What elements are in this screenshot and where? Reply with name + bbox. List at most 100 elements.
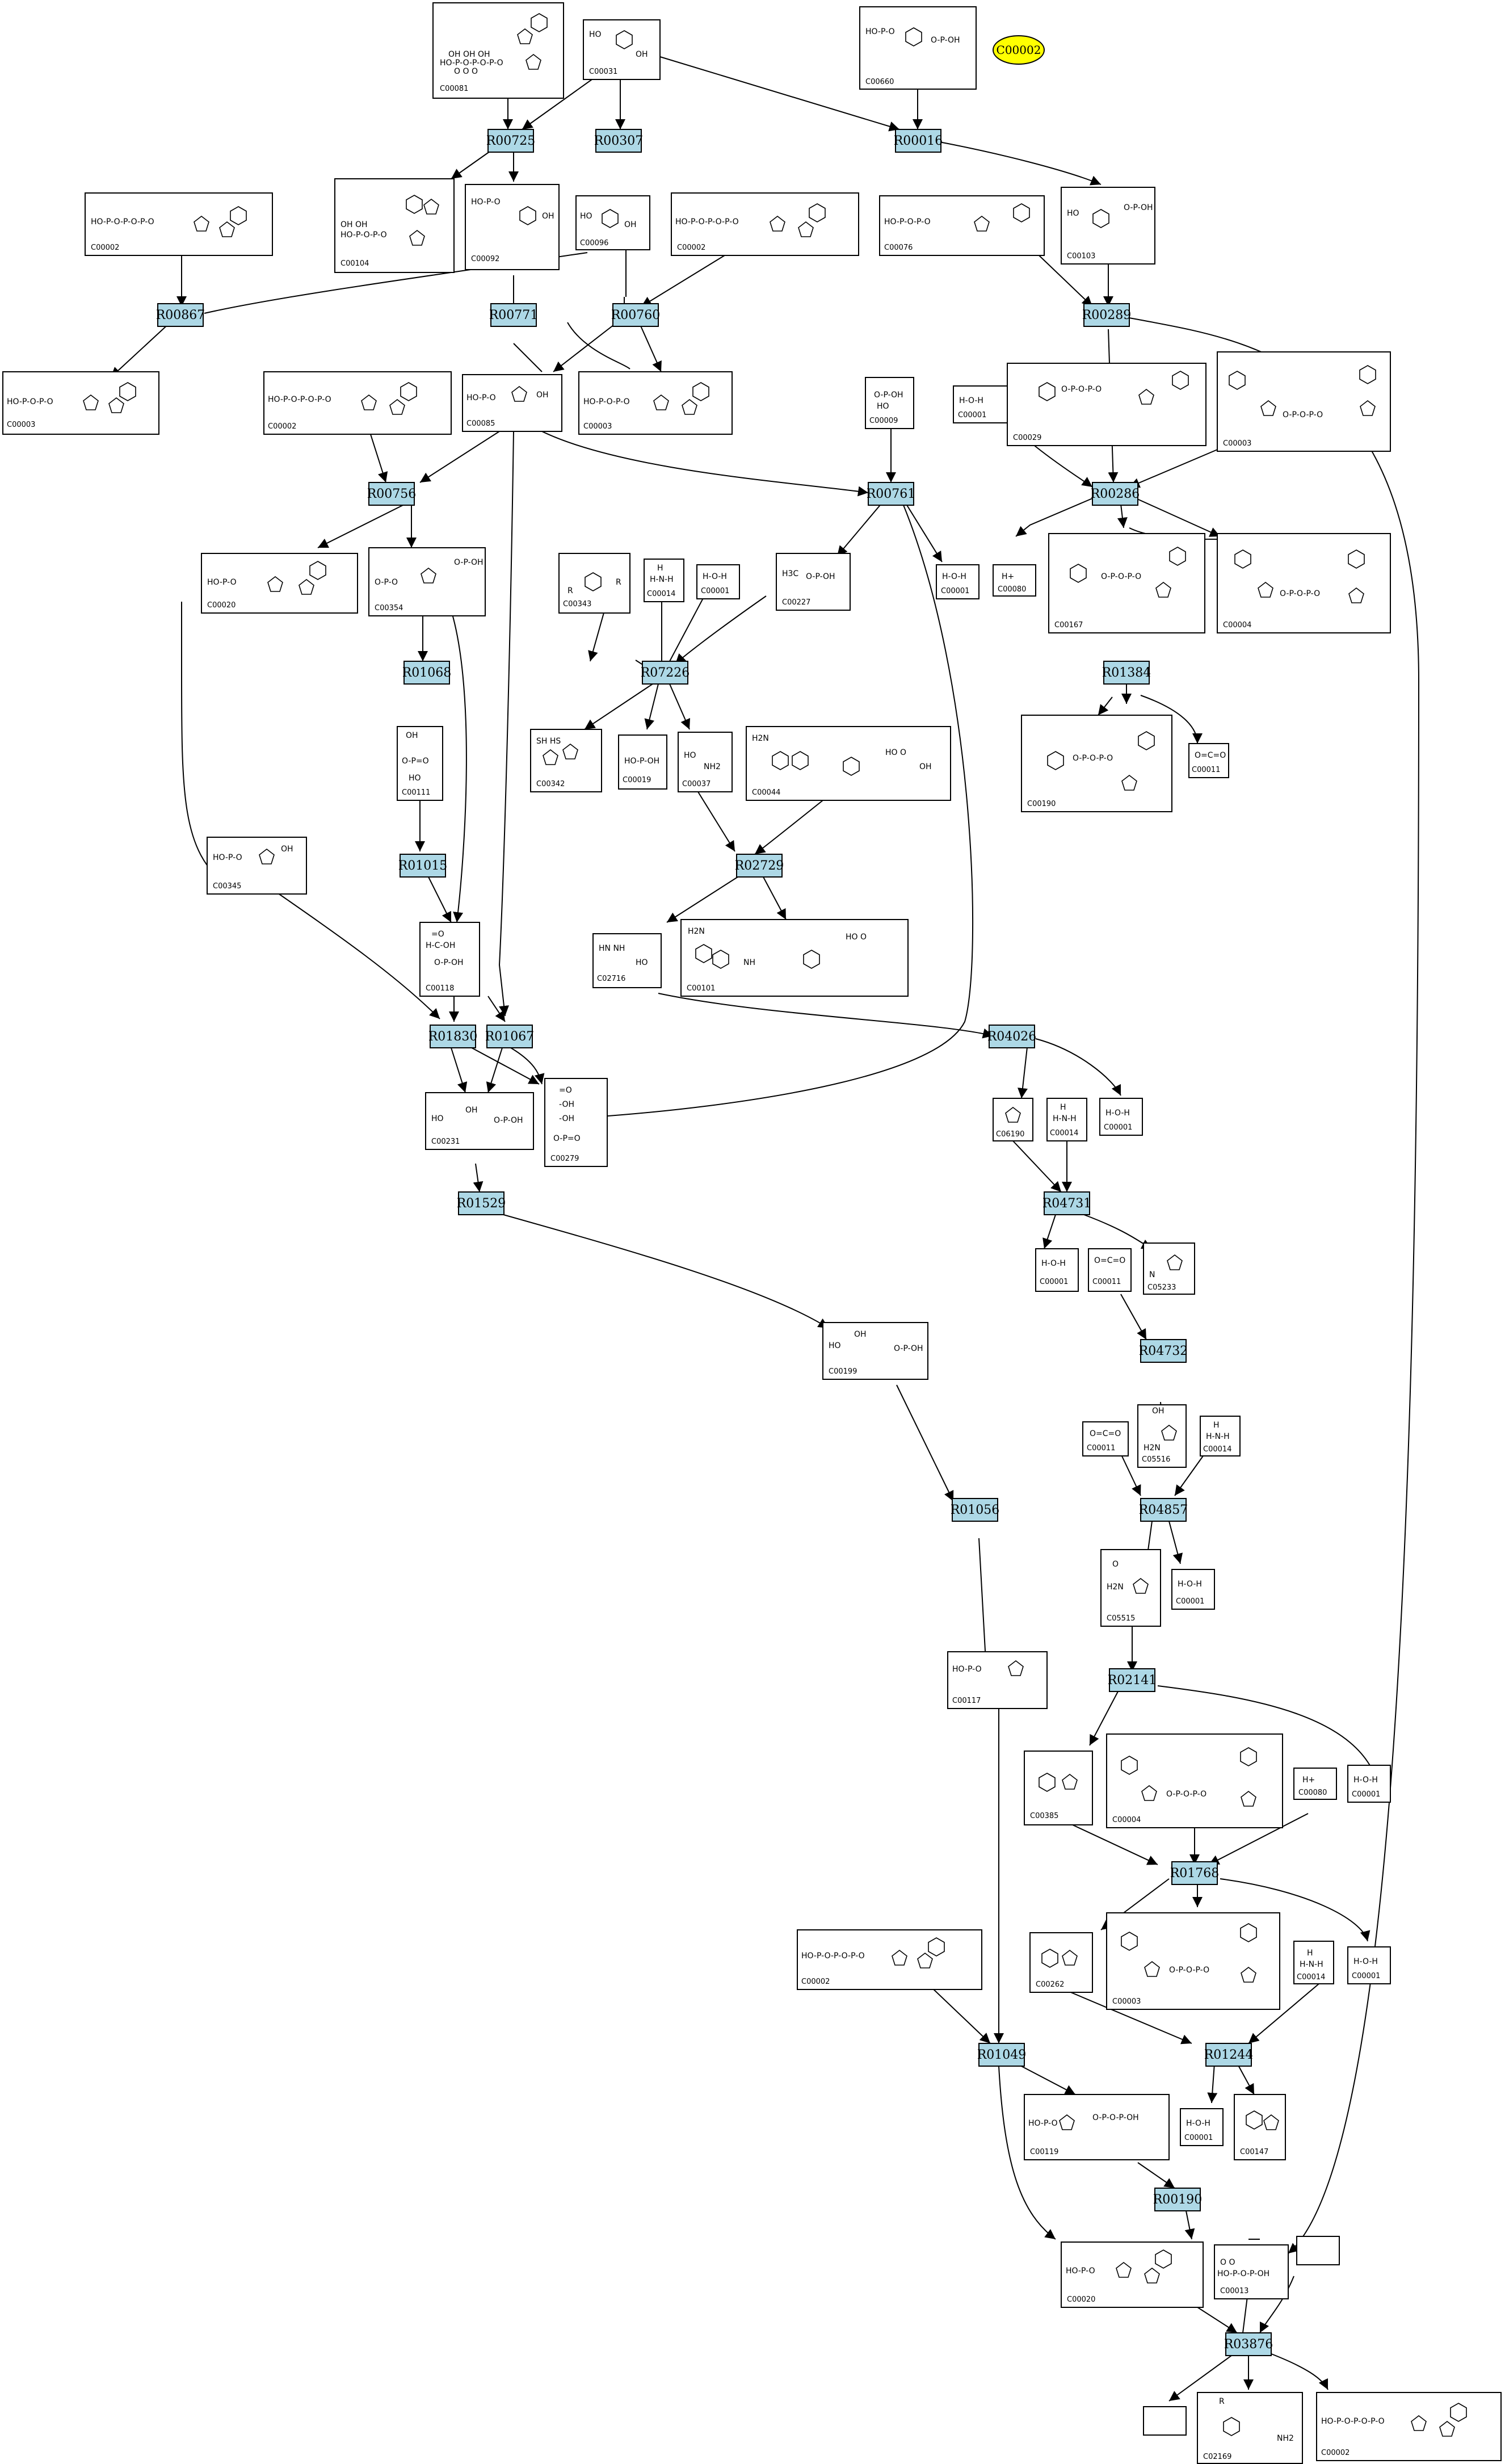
- reaction-node[interactable]: R00016: [894, 129, 943, 153]
- compound-node[interactable]: HH-N-H C00014: [1200, 1416, 1241, 1456]
- compound-node[interactable]: HO-P-OO-P-O-P-OH C00119: [1024, 2094, 1170, 2160]
- reaction-node[interactable]: R01015: [398, 854, 448, 878]
- reaction-node[interactable]: R00725: [486, 129, 536, 153]
- reaction-node[interactable]: R01068: [402, 661, 452, 685]
- compound-node[interactable]: OHO-P=OHO C00111: [397, 726, 443, 801]
- compound-node[interactable]: O-P-O-P-O C00003: [1217, 351, 1391, 452]
- reaction-node[interactable]: R00289: [1082, 303, 1132, 327]
- reaction-node[interactable]: R01056: [951, 1498, 1000, 1522]
- compound-node[interactable]: H-O-H C00001: [1099, 1098, 1143, 1136]
- compound-node[interactable]: O-P-OO-P-OH C00354: [368, 547, 486, 616]
- compound-node[interactable]: HO-P-O-P-O-P-O C00002: [1316, 2392, 1502, 2461]
- compound-node[interactable]: HH-N-H C00014: [1293, 1941, 1334, 1984]
- compound-node[interactable]: RR C00343: [558, 553, 630, 614]
- compound-node[interactable]: H-O-H C00001: [1347, 1765, 1391, 1803]
- compound-node[interactable]: HO-P-O-P-O C00003: [578, 371, 733, 435]
- compound-node[interactable]: H-O-H C00001: [1171, 1569, 1215, 1610]
- compound-node[interactable]: O=C=O C00011: [1082, 1421, 1129, 1456]
- reaction-node[interactable]: R04732: [1139, 1339, 1188, 1363]
- compound-node[interactable]: C00147: [1234, 2094, 1286, 2160]
- reaction-node[interactable]: R02141: [1108, 1668, 1157, 1692]
- reaction-node[interactable]: R00286: [1091, 482, 1140, 506]
- compound-node[interactable]: HO-P-OH C00019: [618, 734, 667, 790]
- compound-node[interactable]: O-P-O-P-O C00004: [1217, 533, 1391, 633]
- reaction-node[interactable]: R00867: [156, 303, 205, 327]
- compound-node[interactable]: H+ C00080: [993, 564, 1036, 597]
- compound-node[interactable]: H-O-H C00001: [1347, 1946, 1391, 1984]
- compound-node[interactable]: HO-P-O C00117: [947, 1651, 1048, 1709]
- unlabeled-compound-node[interactable]: [1296, 2236, 1340, 2265]
- compound-node[interactable]: O-P-O-P-O C00190: [1021, 715, 1172, 812]
- compound-node[interactable]: HO-P-OO-P-OH C00660: [859, 6, 977, 90]
- compound-node[interactable]: H+ C00080: [1293, 1768, 1337, 1800]
- compound-node[interactable]: O OHO-P-O-P-OH C00013: [1214, 2244, 1289, 2299]
- compound-node[interactable]: O=C=O C00011: [1088, 1248, 1132, 1292]
- reaction-node[interactable]: R00761: [867, 482, 916, 506]
- reaction-node[interactable]: R00771: [489, 303, 539, 327]
- compound-node[interactable]: HO-P-OOH C00345: [207, 837, 307, 895]
- compound-node[interactable]: HO-P-O-P-O-P-O C00002: [797, 1929, 982, 1990]
- compound-node[interactable]: =OH-C-OHO-P-OH C00118: [419, 922, 480, 997]
- compound-node[interactable]: H-O-H C00001: [936, 564, 979, 599]
- compound-node[interactable]: N C05233: [1143, 1243, 1195, 1295]
- reaction-node[interactable]: R01768: [1170, 1861, 1220, 1885]
- reaction-node[interactable]: R01529: [457, 1191, 506, 1215]
- reaction-node[interactable]: R01384: [1102, 661, 1151, 685]
- compound-node[interactable]: SH HS C00342: [530, 729, 602, 792]
- compound-node[interactable]: HO-P-O C00020: [1061, 2241, 1204, 2308]
- reaction-node[interactable]: R07226: [641, 661, 690, 685]
- reaction-node[interactable]: R00760: [611, 303, 661, 327]
- compound-node[interactable]: OH OH OH HO-P-O-P-O-P-O O O O C00081: [432, 2, 564, 99]
- compound-node[interactable]: H-O-H C00001: [1180, 2108, 1224, 2146]
- compound-node[interactable]: =O-OH-OHO-P=O C00279: [544, 1078, 608, 1167]
- compound-node[interactable]: O-P-O-P-O C00029: [1007, 363, 1206, 446]
- reaction-node[interactable]: R01244: [1204, 2043, 1254, 2067]
- compound-node[interactable]: O-P-O-P-O C00004: [1106, 1733, 1283, 1828]
- compound-node[interactable]: HO-P-O-P-O-P-O C00002: [263, 371, 452, 435]
- compound-node[interactable]: H-O-H C00001: [953, 385, 1008, 423]
- compound-node[interactable]: HO-P-O-P-O-P-O C00002: [85, 192, 273, 256]
- compound-node[interactable]: HO-P-O-P-O C00076: [879, 195, 1045, 256]
- compound-node[interactable]: HO-P-OOH C00092: [465, 184, 560, 270]
- compound-node[interactable]: HH-N-H C00014: [644, 559, 684, 602]
- compound-node[interactable]: HO-P-O-P-O-P-O C00002: [671, 192, 859, 256]
- compound-node[interactable]: H-O-H C00001: [1035, 1248, 1079, 1292]
- reaction-node[interactable]: R04857: [1139, 1498, 1188, 1522]
- compound-node[interactable]: C06190: [993, 1098, 1033, 1141]
- compound-node[interactable]: C00385: [1024, 1751, 1093, 1825]
- compound-node[interactable]: O-P-O-P-O C00003: [1106, 1912, 1280, 2010]
- reaction-node[interactable]: R00756: [367, 482, 417, 506]
- compound-node[interactable]: O-P-O-P-O C00167: [1048, 533, 1205, 633]
- compound-node[interactable]: H-O-H C00001: [696, 564, 740, 599]
- compound-node[interactable]: O=C=O C00011: [1188, 743, 1229, 778]
- reaction-node[interactable]: R04026: [987, 1025, 1037, 1048]
- highlighted-compound[interactable]: C00002: [993, 35, 1045, 65]
- compound-node[interactable]: HO-P-O C00020: [201, 553, 358, 614]
- reaction-node[interactable]: R01049: [977, 2043, 1027, 2067]
- unlabeled-compound-node[interactable]: [1143, 2406, 1187, 2436]
- reaction-node[interactable]: R04731: [1042, 1191, 1092, 1215]
- compound-node[interactable]: HO-P-O-P-O C00003: [2, 371, 159, 435]
- reaction-node[interactable]: R02729: [735, 854, 784, 878]
- reaction-node[interactable]: R01067: [485, 1025, 535, 1048]
- reaction-node[interactable]: R00307: [594, 129, 644, 153]
- reaction-node[interactable]: R03876: [1224, 2332, 1273, 2356]
- reaction-node[interactable]: R01830: [428, 1025, 478, 1048]
- reaction-node[interactable]: R00190: [1153, 2188, 1203, 2211]
